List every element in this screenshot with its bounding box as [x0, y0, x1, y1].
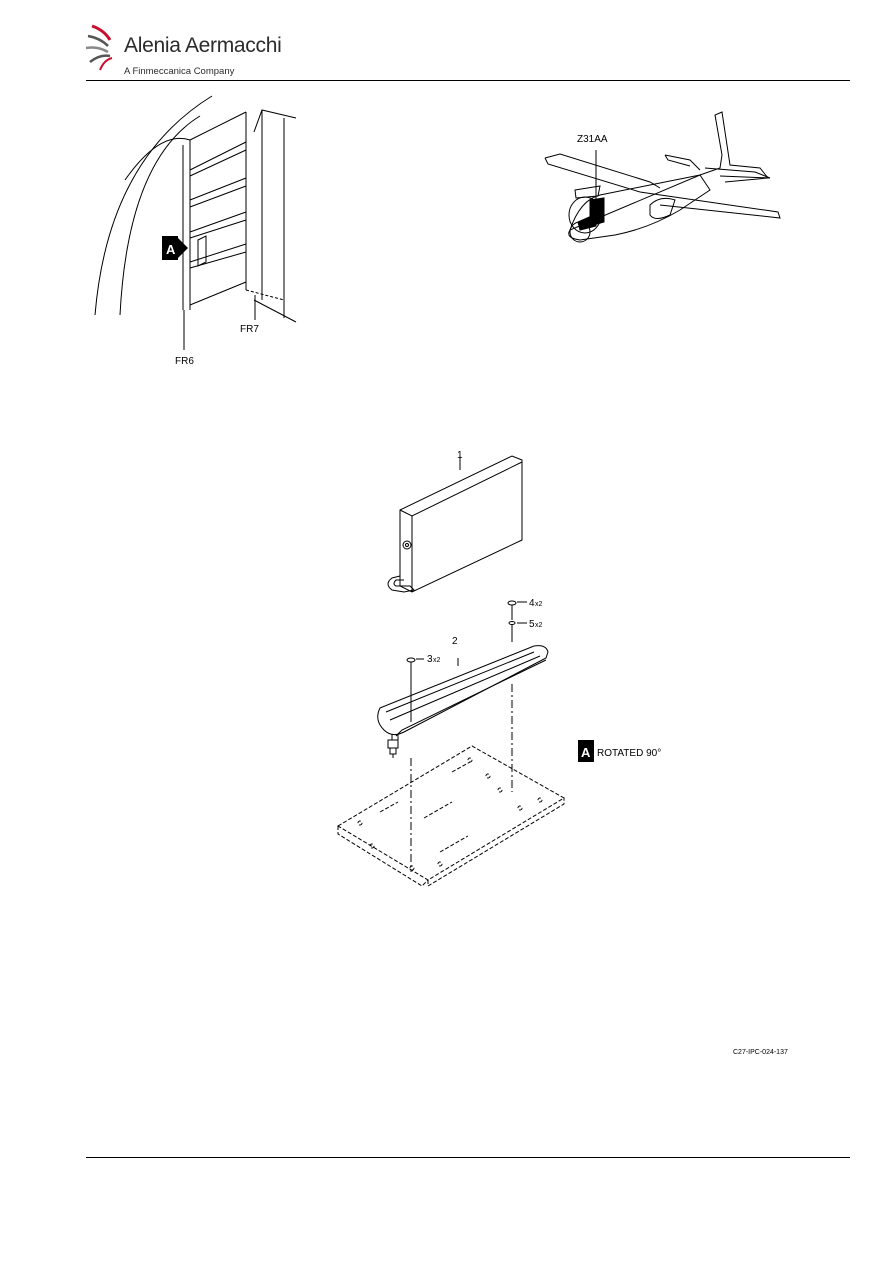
- item-1-number: 1: [457, 450, 463, 461]
- item-1-box: [387, 455, 523, 593]
- company-tagline: A Finmeccanica Company: [124, 66, 235, 77]
- company-logo: Alenia Aermacchi A Finmeccanica Company: [85, 22, 286, 80]
- item-3-qty: x2: [433, 657, 441, 664]
- item-4-qty: x2: [535, 601, 543, 608]
- item-5-number: 5: [529, 619, 535, 630]
- base-plate: [337, 745, 565, 887]
- view-a-marker: [162, 236, 188, 260]
- logo-swoosh-icon: [85, 24, 113, 71]
- footer-rule: [86, 1157, 850, 1158]
- item-4-number: 4: [529, 598, 535, 609]
- header-rule: [86, 80, 850, 81]
- item-3-bolt: [406, 657, 424, 722]
- view-a-letter: A: [166, 242, 176, 257]
- detail-view-a-letter: A: [581, 745, 591, 760]
- frame-label-fr7: FR7: [240, 324, 259, 335]
- item-5-qty: x2: [535, 622, 543, 629]
- view-caption: ROTATED 90°: [597, 748, 661, 759]
- rack-location-view: [94, 95, 297, 350]
- aircraft-locator-view: [544, 111, 781, 243]
- item-4-bolt: [507, 600, 527, 620]
- item-2-bracket: [377, 645, 549, 740]
- item-3-number: 3: [427, 654, 433, 665]
- document-reference: C27-IPC-024-137: [733, 1049, 788, 1056]
- detail-view-a-marker: [578, 740, 594, 762]
- stud-nut: [387, 734, 399, 758]
- item-5-washer: [508, 621, 527, 642]
- frame-label-fr6: FR6: [175, 356, 194, 367]
- item-2-number: 2: [452, 636, 458, 647]
- zone-label: Z31AA: [577, 134, 608, 145]
- alignment-lines: [410, 684, 513, 872]
- company-name: Alenia Aermacchi: [124, 34, 282, 57]
